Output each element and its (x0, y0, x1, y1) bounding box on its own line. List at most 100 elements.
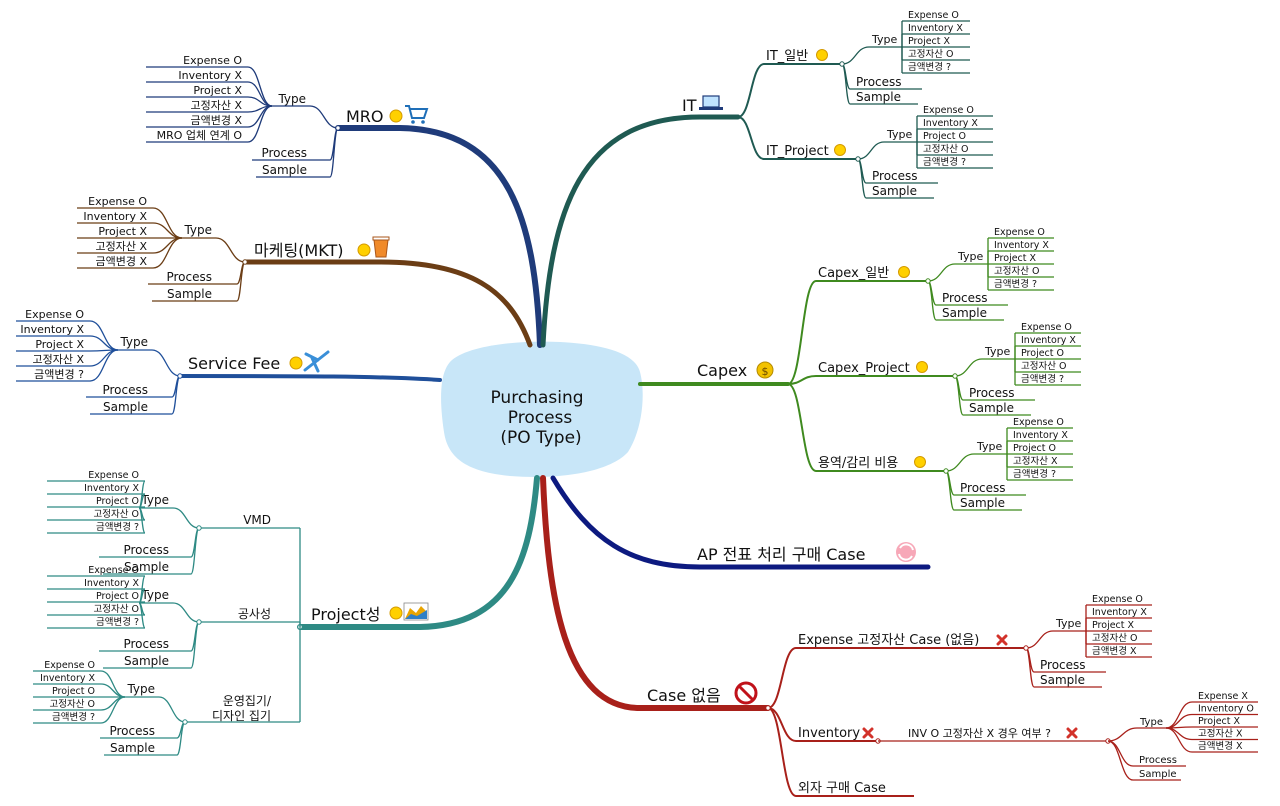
sample-label[interactable]: Sample (167, 287, 212, 301)
type-label[interactable]: Type (140, 493, 169, 507)
leaf-amount-q[interactable]: 금액변경 ? (52, 711, 95, 723)
process-label[interactable]: Process (123, 543, 169, 557)
leaf-mro-vendor[interactable]: MRO 업체 연계 O (157, 129, 243, 142)
leaf-amount-q[interactable]: 금액변경 ? (1021, 373, 1064, 385)
leaf-inventory-x[interactable]: Inventory X (1021, 335, 1076, 346)
leaf-amount-q[interactable]: 금액변경 ? (96, 521, 139, 533)
sub-ops-line-2[interactable]: 디자인 집기 (212, 709, 271, 723)
sub-vmd[interactable]: VMD (243, 513, 271, 527)
sub-inventory[interactable]: Inventory (798, 726, 860, 741)
leaf-expense-o[interactable]: Expense O (44, 660, 95, 671)
leaf-fixed-o[interactable]: 고정자산 O (923, 144, 968, 155)
process-label[interactable]: Process (1040, 658, 1086, 672)
leaf-project-o[interactable]: Project O (923, 131, 966, 142)
sample-label[interactable]: Sample (1139, 769, 1177, 780)
leaf-inventory-x[interactable]: Inventory X (84, 578, 139, 589)
leaf-project-x[interactable]: Project X (1092, 620, 1135, 631)
leaf-inventory-x[interactable]: Inventory X (923, 118, 978, 129)
type-label[interactable]: Type (871, 33, 897, 46)
leaf-inventory-x[interactable]: Inventory X (994, 240, 1049, 251)
leaf-amount-q[interactable]: 금액변경 ? (1013, 468, 1056, 480)
branch-service[interactable]: Service Fee (188, 350, 330, 373)
leaf-expense-o[interactable]: Expense O (908, 10, 959, 21)
sample-label[interactable]: Sample (124, 654, 169, 668)
leaf-fixed-o[interactable]: 고정자산 O (1021, 361, 1066, 372)
branch-mro[interactable]: MRO (346, 105, 429, 126)
leaf-fixed-x[interactable]: 고정자산 X (1013, 456, 1058, 467)
leaf-project-o[interactable]: Project O (1013, 443, 1056, 454)
type-label[interactable]: Type (886, 128, 912, 141)
process-label[interactable]: Process (109, 724, 155, 738)
process-label[interactable]: Process (872, 169, 918, 183)
leaf-expense-o[interactable]: Expense O (88, 195, 147, 208)
leaf-expense-o[interactable]: Expense O (994, 227, 1045, 238)
sub-it-project[interactable]: IT_Project (766, 144, 829, 159)
leaf-project-x[interactable]: Project X (35, 338, 84, 351)
leaf-project-x[interactable]: Project X (98, 225, 147, 238)
leaf-amount-q[interactable]: 금액변경 ? (923, 156, 966, 168)
leaf-fixed-o[interactable]: 고정자산 O (994, 266, 1039, 277)
sub-capex-general[interactable]: Capex_일반 (818, 266, 889, 281)
leaf-fixed-x[interactable]: 고정자산 X (190, 99, 242, 112)
type-label[interactable]: Type (119, 335, 148, 349)
leaf-fixed-x[interactable]: 고정자산 X (95, 240, 147, 253)
type-label[interactable]: Type (1055, 617, 1081, 630)
sample-label[interactable]: Sample (103, 400, 148, 414)
leaf-fixed-o[interactable]: 고정자산 O (50, 699, 95, 710)
leaf-amount-q[interactable]: 금액변경 ? (34, 368, 84, 381)
sample-label[interactable]: Sample (262, 163, 307, 177)
sample-label[interactable]: Sample (969, 401, 1014, 415)
type-label[interactable]: Type (1139, 717, 1163, 728)
leaf-fixed-o[interactable]: 고정자산 O (1092, 633, 1137, 644)
leaf-fixed-o[interactable]: 고정자산 O (94, 509, 139, 520)
leaf-expense-o[interactable]: Expense O (88, 470, 139, 481)
leaf-inventory-x[interactable]: Inventory X (908, 23, 963, 34)
leaf-fixed-x[interactable]: 고정자산 X (1198, 729, 1243, 740)
leaf-project-o[interactable]: Project O (96, 591, 139, 602)
sub-it-general[interactable]: IT_일반 (766, 49, 808, 64)
sub-construction[interactable]: 공사성 (238, 607, 271, 621)
type-label[interactable]: Type (277, 92, 306, 106)
type-label[interactable]: Type (183, 223, 212, 237)
leaf-expense-o[interactable]: Expense O (25, 308, 84, 321)
leaf-expense-o[interactable]: Expense O (1092, 594, 1143, 605)
process-label[interactable]: Process (969, 386, 1015, 400)
central-topic[interactable]: Purchasing Process (PO Type) (441, 341, 643, 477)
leaf-amount-q[interactable]: 금액변경 ? (908, 61, 951, 73)
sample-label[interactable]: Sample (960, 496, 1005, 510)
leaf-expense-o[interactable]: Expense O (923, 105, 974, 116)
sample-label[interactable]: Sample (110, 741, 155, 755)
sub-capex-project[interactable]: Capex_Project (818, 361, 910, 376)
leaf-expense-o[interactable]: Expense O (88, 565, 139, 576)
leaf-inventory-x[interactable]: Inventory X (20, 323, 84, 336)
leaf-fixed-o[interactable]: 고정자산 O (908, 49, 953, 60)
process-label[interactable]: Process (166, 270, 212, 284)
leaf-amount-x[interactable]: 금액변경 X (1092, 645, 1137, 657)
sample-label[interactable]: Sample (856, 90, 901, 104)
leaf-inventory-x[interactable]: Inventory X (40, 673, 95, 684)
sample-label[interactable]: Sample (1040, 673, 1085, 687)
process-label[interactable]: Process (960, 481, 1006, 495)
branch-it[interactable]: IT (682, 95, 723, 115)
leaf-fixed-x[interactable]: 고정자산 X (32, 353, 84, 366)
leaf-project-o[interactable]: Project O (52, 686, 95, 697)
leaf-inventory-x[interactable]: Inventory X (83, 210, 147, 223)
leaf-expense-o[interactable]: Expense O (1013, 417, 1064, 428)
process-label[interactable]: Process (102, 383, 148, 397)
leaf-inventory-x[interactable]: Inventory X (1092, 607, 1147, 618)
leaf-inventory-x[interactable]: Inventory X (84, 483, 139, 494)
leaf-inventory-o[interactable]: Inventory O (1198, 704, 1254, 715)
leaf-expense-o[interactable]: Expense O (183, 54, 242, 67)
type-label[interactable]: Type (957, 250, 983, 263)
sample-label[interactable]: Sample (124, 560, 169, 574)
branch-nocase[interactable]: Case 없음 (647, 681, 758, 705)
leaf-amount-x[interactable]: 금액변경 X (95, 255, 147, 268)
leaf-project-o[interactable]: Project O (1021, 348, 1064, 359)
leaf-fixed-o[interactable]: 고정자산 O (94, 604, 139, 615)
branch-mkt[interactable]: 마케팅(MKT) (254, 236, 390, 260)
process-label[interactable]: Process (1139, 755, 1177, 766)
type-label[interactable]: Type (126, 682, 155, 696)
type-label[interactable]: Type (984, 345, 1010, 358)
sample-label[interactable]: Sample (872, 184, 917, 198)
leaf-project-x[interactable]: Project X (1198, 716, 1241, 727)
